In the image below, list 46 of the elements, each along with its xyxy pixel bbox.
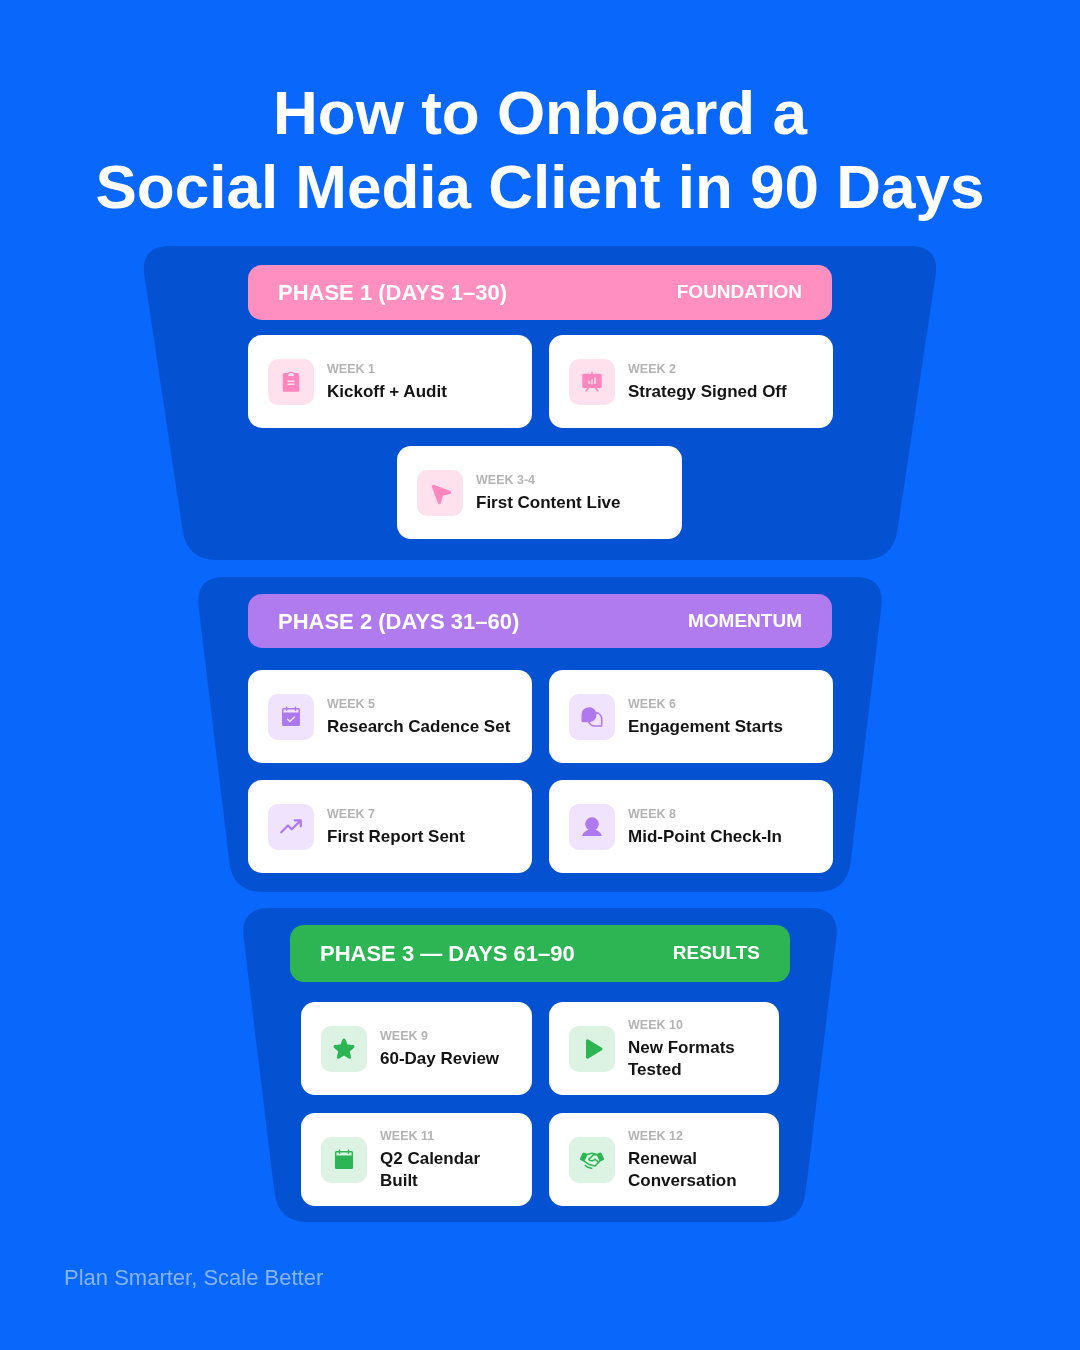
- week-label: WEEK 8: [628, 805, 677, 822]
- milestone-card: [248, 335, 532, 428]
- tagline: Plan Smarter, Scale Better: [64, 1264, 324, 1292]
- phase-header: [290, 925, 790, 982]
- milestone-title: First Content Live: [476, 491, 621, 514]
- milestone-card: [549, 1002, 779, 1095]
- milestone-card: [549, 670, 833, 763]
- milestone-card: [248, 670, 532, 763]
- milestone-card: [397, 446, 682, 539]
- milestone-title: Research Cadence Set: [327, 715, 511, 738]
- phase-title: PHASE 1 (DAYS 1–30): [278, 279, 508, 307]
- phase-tag: MOMENTUM: [688, 606, 802, 636]
- week-label: WEEK 9: [380, 1027, 429, 1044]
- week-label: WEEK 11: [380, 1127, 436, 1144]
- week-label: WEEK 7: [327, 805, 376, 822]
- milestone-card: [549, 335, 833, 428]
- milestone-card: [248, 780, 532, 873]
- milestone-title: Mid-Point Check-In: [628, 825, 782, 848]
- milestone-title: Q2 Calendar Built: [380, 1147, 482, 1192]
- milestone-title: Renewal Conversation: [628, 1147, 738, 1192]
- milestone-card: [549, 1113, 779, 1206]
- week-label: WEEK 12: [628, 1127, 684, 1144]
- milestone-card: [301, 1002, 532, 1095]
- phase-tag: FOUNDATION: [676, 278, 802, 307]
- week-label: WEEK 6: [628, 695, 677, 712]
- milestone-title: Strategy Signed Off: [628, 380, 787, 403]
- week-label: WEEK 1: [327, 360, 376, 377]
- phase-title: PHASE 3 — DAYS 61–90: [320, 940, 575, 968]
- phase-header: [248, 594, 832, 648]
- milestone-title: Kickoff + Audit: [327, 380, 447, 403]
- funnel-band: [240, 908, 840, 1222]
- milestone-card: [549, 780, 833, 873]
- milestone-title: New Formats Tested: [628, 1036, 736, 1081]
- week-label: WEEK 3-4: [476, 471, 537, 488]
- milestone-card: [301, 1113, 532, 1206]
- phase-tag: RESULTS: [672, 939, 760, 968]
- week-label: WEEK 2: [628, 360, 677, 377]
- funnel-band: [195, 577, 885, 892]
- week-label: WEEK 5: [327, 695, 376, 712]
- phase-header: [248, 265, 832, 320]
- week-label: WEEK 10: [628, 1016, 684, 1033]
- milestone-title: Engagement Starts: [628, 715, 783, 738]
- phase-title: PHASE 2 (DAYS 31–60): [278, 607, 520, 636]
- title: How to Onboard a Social Media Client in 90 Days: [95, 77, 985, 223]
- milestone-title: First Report Sent: [327, 825, 465, 848]
- milestone-title: 60-Day Review: [380, 1047, 500, 1070]
